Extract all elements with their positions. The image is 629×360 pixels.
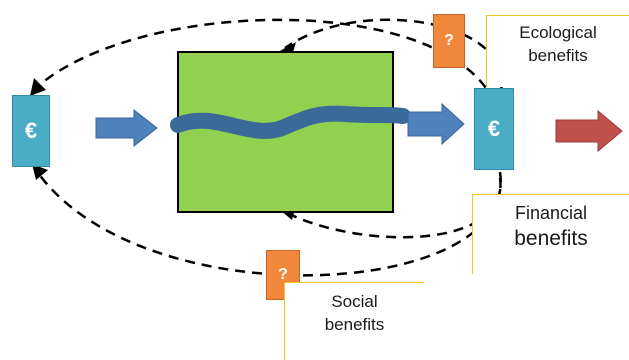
ecological-line1: Ecological [519, 23, 597, 42]
arrow-output [407, 102, 465, 146]
financial-line1: Financial [514, 203, 588, 223]
euro-icon-left: € [12, 95, 50, 167]
financial-benefits-label: Financial benefits [472, 194, 629, 274]
river [170, 105, 411, 139]
loop-arrowhead-top-left [30, 78, 46, 96]
arrow-result [555, 109, 623, 153]
social-line2: benefits [324, 314, 385, 334]
ecological-line2: benefits [528, 45, 588, 65]
arrow-input [95, 108, 158, 148]
dashed-loop-top-inner [284, 18, 503, 96]
euro-icon-right: € [474, 88, 514, 170]
social-benefits-label: Social benefits [284, 282, 424, 360]
loop-arrowhead-bottom-left [32, 164, 48, 180]
social-line1: Social [331, 292, 378, 311]
financial-line2: benefits [514, 227, 588, 251]
dashed-loop-top-outer [35, 18, 502, 119]
question-icon-top: ? [433, 14, 465, 68]
ecological-benefits-label: Ecological benefits [486, 15, 629, 87]
